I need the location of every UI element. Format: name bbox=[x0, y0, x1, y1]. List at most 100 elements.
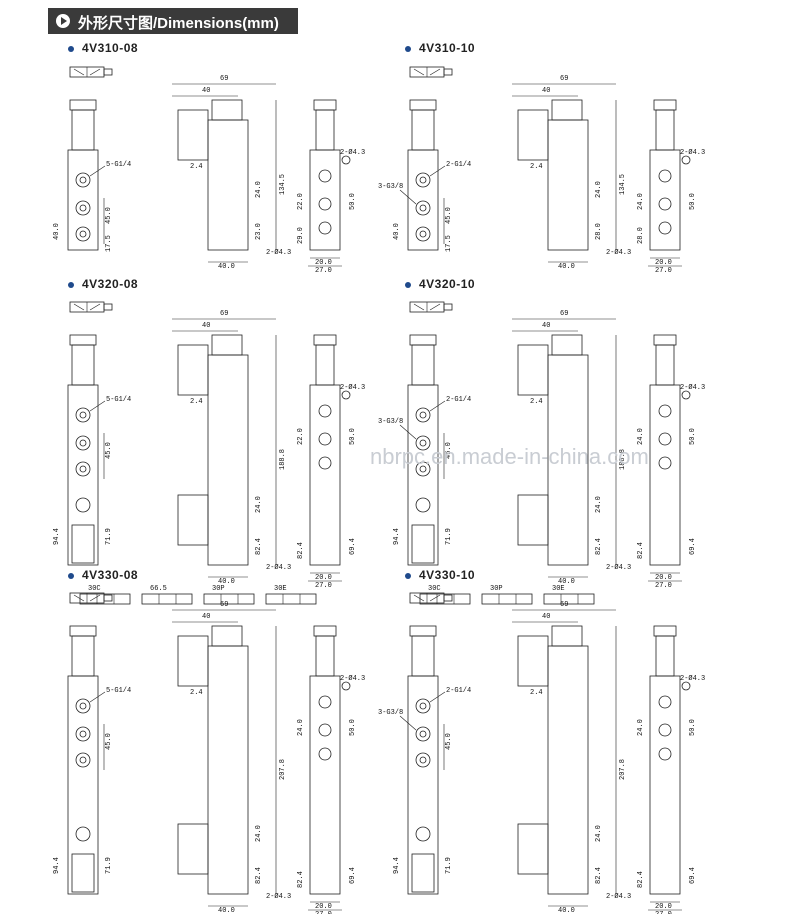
valve-symbol bbox=[79, 593, 131, 605]
dim-label: 2-Ø4.3 bbox=[340, 148, 365, 157]
coil-body bbox=[411, 344, 435, 386]
dim-label: 27.0 bbox=[655, 267, 672, 275]
port-circle bbox=[415, 698, 431, 714]
port-inner bbox=[419, 176, 427, 184]
symbol-arrow bbox=[429, 594, 441, 602]
port-circle bbox=[415, 826, 431, 842]
bullet-icon bbox=[405, 45, 411, 52]
watermark: nbrpc.en.made-in-china.com bbox=[370, 444, 649, 469]
dim-label: 40 bbox=[542, 613, 550, 621]
port-label: 3-G3/8 bbox=[378, 418, 403, 426]
dim-label: 69.4 bbox=[689, 867, 697, 884]
play-icon bbox=[56, 14, 70, 28]
leader-line bbox=[399, 424, 417, 440]
symbol-coil bbox=[103, 303, 113, 311]
port-circle bbox=[415, 407, 431, 423]
valve-body-end bbox=[309, 675, 341, 895]
coil-body bbox=[315, 344, 335, 386]
symbol-coil bbox=[443, 68, 453, 76]
coil-connector-lower bbox=[177, 823, 209, 875]
coil-cap bbox=[313, 334, 337, 346]
port-circle bbox=[415, 461, 431, 477]
port-circle bbox=[318, 221, 332, 235]
port-circle bbox=[658, 695, 672, 709]
dim-label: 28.0 bbox=[637, 227, 645, 244]
dim-label: 2-Ø4.3 bbox=[606, 248, 631, 257]
dim-label: 40 bbox=[202, 322, 210, 330]
mount-hole bbox=[681, 681, 691, 691]
port-circle bbox=[658, 747, 672, 761]
section-header: 外形尺寸图/Dimensions(mm) bbox=[48, 8, 298, 34]
dim-label: 188.8 bbox=[619, 449, 627, 470]
valve-symbol bbox=[203, 593, 255, 605]
coil-cap bbox=[551, 334, 583, 356]
mount-hole bbox=[341, 390, 351, 400]
coil-cap bbox=[653, 334, 677, 346]
port-circle bbox=[658, 169, 672, 183]
port-circle bbox=[415, 497, 431, 513]
valve-body-front bbox=[547, 645, 589, 895]
dim-label: 71.9 bbox=[445, 528, 453, 545]
coil-body-lower bbox=[71, 853, 95, 893]
valve-body-end bbox=[309, 384, 341, 566]
dim-label: 40.0 bbox=[558, 578, 575, 586]
port-circle bbox=[415, 226, 431, 242]
symbol-coil bbox=[103, 68, 113, 76]
dim-label: 69 bbox=[560, 601, 568, 609]
dim-label: 24.0 bbox=[595, 181, 603, 198]
port-inner bbox=[419, 230, 427, 238]
port-circle bbox=[658, 456, 672, 470]
dim-label: 2.4 bbox=[190, 689, 203, 697]
section-title: 外形尺寸图/Dimensions(mm) bbox=[78, 15, 279, 32]
coil-body-lower bbox=[411, 524, 435, 564]
coil-connector bbox=[517, 344, 549, 396]
port-circle bbox=[415, 752, 431, 768]
valve-body-front bbox=[207, 119, 249, 251]
dim-label: 69.4 bbox=[349, 867, 357, 884]
dim-label: 207.8 bbox=[619, 759, 627, 780]
dim-label: 2-Ø4.3 bbox=[606, 892, 631, 901]
dim-label: 2.4 bbox=[530, 689, 543, 697]
port-circle bbox=[75, 407, 91, 423]
valve-body-side bbox=[407, 384, 439, 566]
dim-label: 23.0 bbox=[255, 223, 263, 240]
mount-hole bbox=[341, 681, 351, 691]
dim-label: 2.4 bbox=[190, 163, 203, 171]
leader-line bbox=[89, 400, 106, 412]
dim-label: 20.0 bbox=[655, 574, 672, 582]
port-inner bbox=[79, 230, 87, 238]
symbol-arrow bbox=[73, 68, 85, 76]
dim-label: 82.4 bbox=[255, 538, 263, 555]
valve-symbol bbox=[419, 593, 471, 605]
dim-label: 50.0 bbox=[689, 428, 697, 445]
dim-label: 94.4 bbox=[393, 528, 401, 545]
bullet-icon bbox=[405, 281, 411, 288]
mount-hole bbox=[681, 390, 691, 400]
port-inner bbox=[79, 176, 87, 184]
coil-connector bbox=[177, 109, 209, 161]
coil-body bbox=[655, 344, 675, 386]
dim-label: 24.0 bbox=[595, 825, 603, 842]
port-circle bbox=[75, 497, 91, 513]
valve-body-end bbox=[649, 149, 681, 251]
port-circle bbox=[658, 432, 672, 446]
port-label: 2-G1/4 bbox=[446, 687, 471, 695]
coil-cap bbox=[551, 625, 583, 647]
symbol-arrow bbox=[89, 594, 101, 602]
coil-body bbox=[315, 635, 335, 677]
port-circle bbox=[318, 197, 332, 211]
port-circle bbox=[658, 404, 672, 418]
dim-label: 24.0 bbox=[637, 193, 645, 210]
dim-label: 24.0 bbox=[255, 181, 263, 198]
dim-label: 40.0 bbox=[218, 907, 235, 914]
port-inner bbox=[79, 204, 87, 212]
port-circle bbox=[318, 695, 332, 709]
coil-body-lower bbox=[411, 853, 435, 893]
model-label: 4V320-10 bbox=[405, 277, 475, 291]
dim-label: 50.0 bbox=[349, 193, 357, 210]
port-circle bbox=[75, 698, 91, 714]
port-label: 5-G1/4 bbox=[106, 161, 131, 169]
port-circle bbox=[318, 432, 332, 446]
dim-label: 2-Ø4.3 bbox=[340, 674, 365, 683]
model-label: 4V310-10 bbox=[405, 41, 475, 55]
